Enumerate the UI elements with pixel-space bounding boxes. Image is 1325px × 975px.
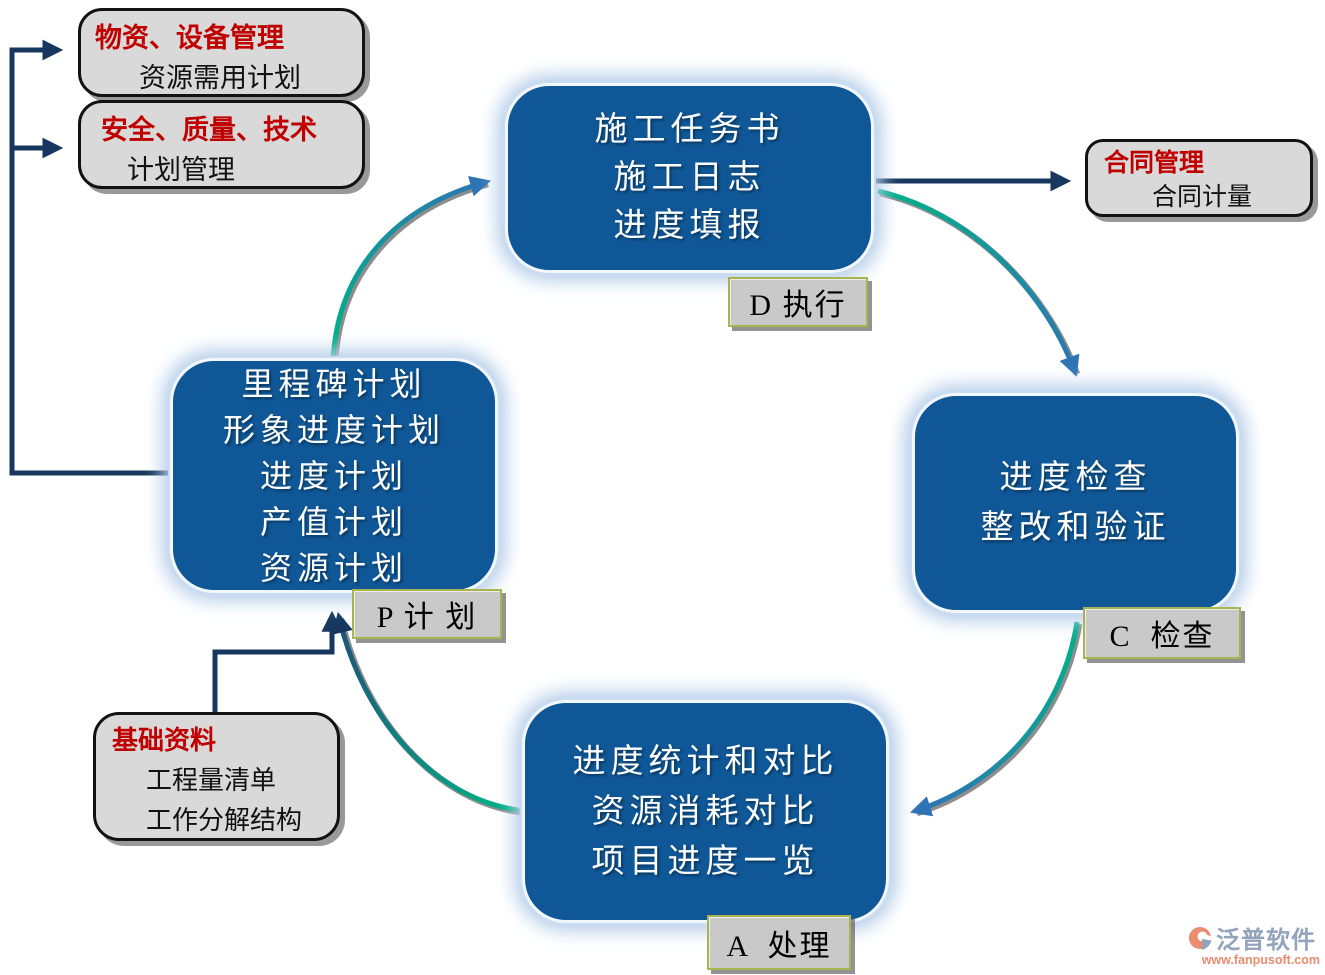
node-line: 形象进度计划 — [222, 411, 445, 448]
callout-title: 安全、质量、技术 — [101, 115, 317, 145]
node-line: 进度填报 — [613, 208, 766, 244]
node-line: 整改和验证 — [980, 510, 1171, 546]
node-line: 产值计划 — [259, 503, 408, 540]
stage-tag-act: A 处理 — [707, 915, 851, 970]
cycle-node-act: 进度统计和对比 资源消耗对比 项目进度一览 — [522, 700, 889, 923]
callout-title: 合同管理 — [1104, 150, 1205, 177]
node-line: 里程碑计划 — [241, 365, 427, 402]
connector-plan-to-material — [9, 39, 170, 476]
arrow-do-to-check — [877, 188, 1080, 377]
callout-line: 工程量清单 — [146, 766, 277, 795]
callout-line: 合同计量 — [1152, 184, 1253, 211]
arrow-act-to-plan — [332, 611, 519, 813]
callout-safety-quality-tech: 安全、质量、技术 计划管理 — [78, 100, 365, 189]
fanpu-logo-icon — [1189, 926, 1214, 950]
callout-contract-management: 合同管理 合同计量 — [1085, 139, 1313, 217]
arrow-check-to-act — [909, 621, 1080, 817]
callout-title: 基础资料 — [112, 726, 217, 755]
callout-title: 物资、设备管理 — [95, 23, 284, 53]
arrow-plan-to-do — [330, 176, 492, 361]
stage-tag-plan: P 计 划 — [352, 589, 502, 639]
node-line: 项目进度一览 — [591, 843, 820, 880]
node-line: 进度计划 — [259, 457, 408, 494]
callout-line: 工作分解结构 — [146, 806, 303, 835]
callout-material-equipment: 物资、设备管理 资源需用计划 — [78, 8, 365, 97]
cycle-node-check: 进度检查 整改和验证 — [912, 393, 1239, 613]
vendor-logo: 泛普软件 www.fanpusoft.com — [1188, 920, 1320, 967]
callout-basic-data: 基础资料 工程量清单 工作分解结构 — [93, 712, 340, 841]
node-line: 施工日志 — [613, 160, 766, 196]
node-line: 资源计划 — [259, 549, 408, 586]
node-line: 进度统计和对比 — [572, 743, 839, 780]
node-line: 资源消耗对比 — [591, 793, 820, 830]
vendor-name: 泛普软件 — [1216, 928, 1316, 954]
node-line: 进度检查 — [999, 460, 1152, 496]
stage-tag-check: C 检查 — [1083, 607, 1241, 659]
callout-line: 资源需用计划 — [139, 63, 301, 93]
stage-tag-do: D 执行 — [728, 277, 868, 327]
vendor-url: www.fanpusoft.com — [1201, 953, 1320, 967]
connector-basic-to-plan — [212, 610, 343, 712]
cycle-node-plan: 里程碑计划 形象进度计划 进度计划 产值计划 资源计划 — [170, 358, 498, 593]
callout-line: 计划管理 — [127, 155, 235, 185]
node-line: 施工任务书 — [594, 112, 785, 148]
cycle-node-do: 施工任务书 施工日志 进度填报 — [505, 83, 874, 273]
